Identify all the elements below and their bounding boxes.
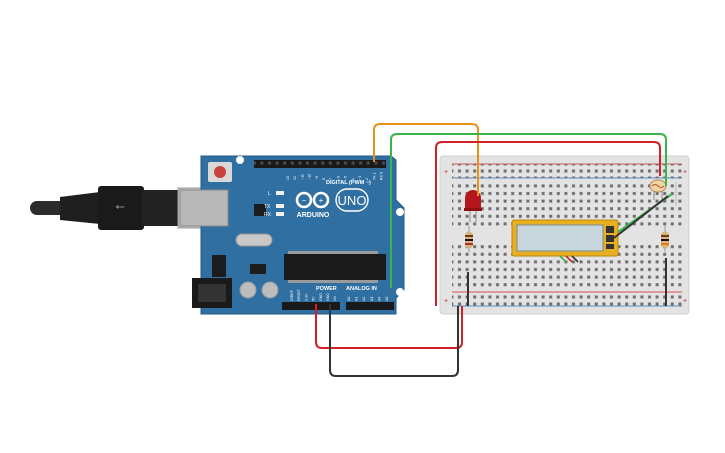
lcd-display[interactable]	[511, 219, 619, 257]
pin-label: RX 0	[380, 172, 384, 180]
svg-text:+: +	[319, 196, 324, 205]
wire-red-5v[interactable]	[315, 304, 463, 349]
pin-label: A2	[362, 297, 366, 301]
digital-label: DIGITAL (PWM ~)	[326, 180, 371, 186]
svg-text:−: −	[302, 196, 307, 205]
capacitor	[261, 281, 279, 299]
brand-label: ARDUINO	[297, 212, 330, 219]
analog-header[interactable]	[346, 302, 394, 310]
svg-text:+: +	[683, 298, 687, 305]
wire-black-gnd[interactable]	[329, 304, 459, 377]
capacitor	[239, 281, 257, 299]
pin-label: TX 1	[372, 172, 376, 180]
pin-label: GND	[326, 293, 330, 301]
analog-label: ANALOG IN	[346, 286, 377, 292]
voltage-regulator	[212, 255, 226, 277]
pin-label: 13	[286, 176, 290, 180]
svg-text:+: +	[683, 169, 687, 176]
pin-label: ~9	[315, 176, 319, 180]
pin-label: IOREF	[290, 289, 294, 301]
power-label: POWER	[316, 286, 337, 292]
pin-label: 5V	[312, 296, 316, 301]
pin-label: A0	[347, 297, 351, 301]
resistor-sensor[interactable]	[661, 226, 669, 252]
led-label-tx: TX	[264, 204, 271, 210]
usb-jack	[179, 189, 229, 227]
arduino-board[interactable]: L TX RX − + ARDUINO UNO DIGITAL (PWM ~) …	[179, 155, 405, 315]
pin-label: ~6	[336, 176, 340, 180]
led-label-rx: RX	[264, 212, 272, 218]
power-header[interactable]	[282, 302, 340, 310]
wire-green[interactable]	[390, 133, 667, 288]
pin-label: A4	[377, 297, 381, 301]
pin-label: 2	[365, 178, 369, 180]
resistor-led[interactable]	[465, 226, 473, 252]
model-label: UNO	[338, 193, 367, 208]
pin-label: ~10	[308, 174, 312, 180]
pin-label: 12	[293, 176, 297, 180]
pin-label: GND	[319, 293, 323, 301]
pin-label: ~3	[358, 176, 362, 180]
svg-text:+: +	[444, 169, 448, 176]
wire-orange[interactable]	[373, 123, 479, 196]
pin-label: 8	[322, 178, 326, 180]
pin-label: Vin	[333, 296, 337, 301]
pin-label: A5	[385, 297, 389, 301]
led-label-l: L	[268, 191, 271, 197]
pin-label: ~5	[344, 176, 348, 180]
crystal	[235, 233, 273, 247]
svg-text:+: +	[444, 298, 448, 305]
pin-label: 3.3V	[304, 293, 308, 301]
wire-red-top[interactable]	[435, 141, 661, 306]
arduino-logo-icon: − +	[295, 191, 330, 209]
pin-label: 7	[329, 178, 333, 180]
pin-label: ~11	[300, 174, 304, 180]
pin-label: A1	[355, 297, 359, 301]
pin-label: A3	[370, 297, 374, 301]
pin-label: 4	[351, 178, 355, 180]
atmega-chip	[284, 254, 386, 280]
wire-black-lcd[interactable]	[613, 195, 669, 239]
pin-label: RESET	[297, 288, 301, 301]
photoresistor[interactable]	[649, 179, 667, 200]
usb-symbol-icon: ⭠	[115, 199, 125, 213]
